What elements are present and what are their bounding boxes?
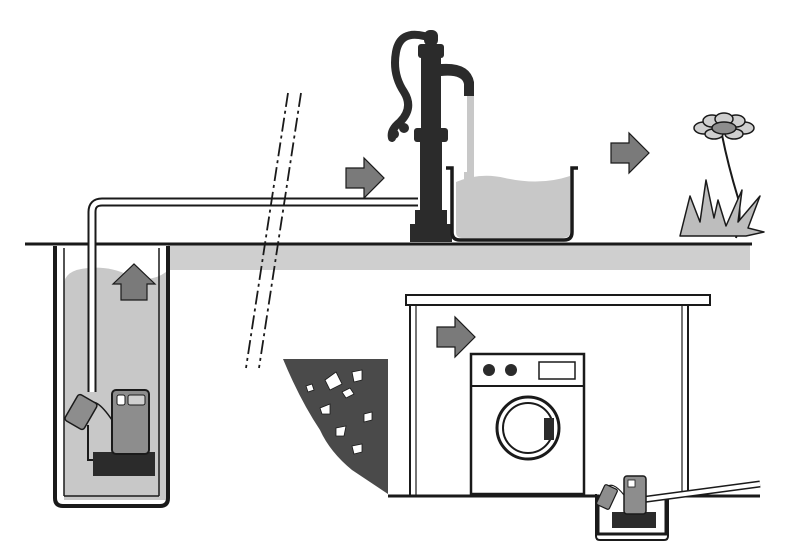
flow-arrow-icon [345,156,385,200]
well-pump-icon [64,389,155,476]
rubble-wall-icon [283,359,388,494]
drainage-pump-icon [596,475,761,528]
section-cut-lines [245,92,302,369]
flow-arrow-icon [436,315,476,359]
flow-arrow-icon [610,131,650,175]
delivery-pipe [87,197,418,392]
flow-arrow-up-icon [111,263,157,301]
washing-machine-icon [469,352,586,496]
hand-pump-icon [387,30,474,242]
flower-plant-icon [679,112,765,239]
water-tub-icon [446,166,578,242]
